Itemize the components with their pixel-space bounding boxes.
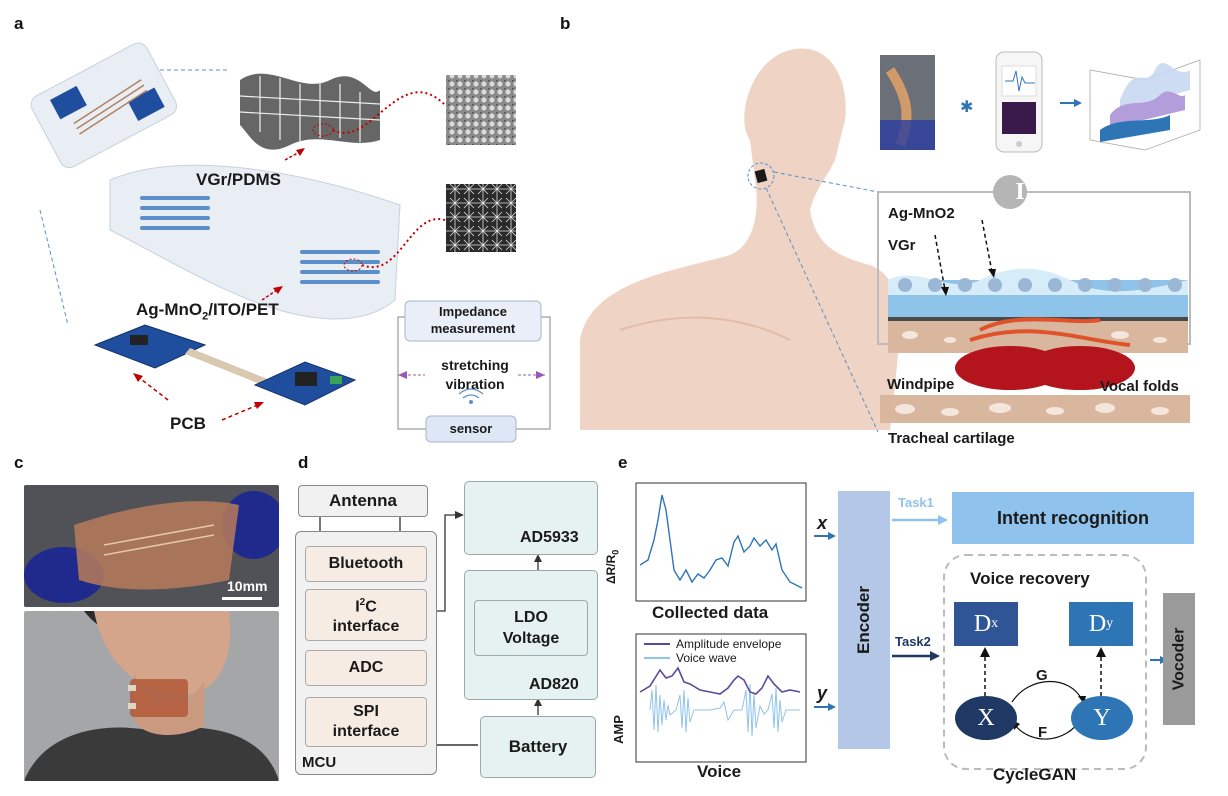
battery-block: Battery: [480, 716, 596, 778]
collected-y-axis-label: ΔR/R0: [604, 549, 621, 584]
mcu-label: MCU: [302, 754, 337, 771]
impedance-box: [404, 300, 542, 342]
generator-f-label: F: [1038, 724, 1048, 741]
y-node: Y: [1071, 696, 1133, 740]
collected-data-label: Collected data: [652, 603, 769, 622]
voice-wave-signal: [649, 683, 800, 737]
inset-roman-label: I: [1015, 179, 1025, 205]
antenna-block: Antenna: [298, 485, 428, 517]
device-on-neck-photo: [24, 611, 279, 781]
electrode-sheet: [109, 164, 401, 320]
collected-data-signal: [639, 494, 803, 589]
pcb-label: PCB: [170, 414, 206, 433]
scale-bar-label: 10mm: [227, 578, 268, 594]
legend-amplitude-envelope: Amplitude envelope: [676, 637, 782, 651]
flexible-device-image: [30, 42, 177, 169]
vgr-layer-label: VGr: [888, 237, 916, 254]
vgr-pdms-label: VGr/PDMS: [196, 170, 282, 189]
tracheal-cartilage-label: Tracheal cartilage: [888, 430, 1015, 447]
panel-d-letter: d: [298, 453, 309, 472]
x-node: X: [955, 696, 1017, 740]
sensor-box: [425, 415, 517, 443]
pcb-boards: [93, 324, 357, 406]
vocoder-block: Vocoder: [1163, 593, 1195, 725]
voice-label: Voice: [697, 762, 742, 781]
vgr-pdms-grid: [239, 73, 381, 150]
vocal-folds-label: Vocal folds: [1100, 378, 1179, 395]
ag-mno2-layer-label: Ag-MnO2: [888, 205, 955, 222]
svg-text:✱: ✱: [960, 99, 973, 116]
panel-a-letter: a: [14, 14, 24, 33]
y-input-label: y: [817, 683, 828, 703]
ad820-label: AD820: [529, 676, 579, 693]
voice-y-axis-label: AMP: [611, 715, 626, 744]
windpipe-label: Windpipe: [887, 376, 955, 393]
legend-voice-wave: Voice wave: [676, 651, 737, 665]
ad5933-label: AD5933: [520, 529, 579, 546]
voice-recovery-label: Voice recovery: [970, 569, 1090, 588]
adc-block: ADC: [305, 650, 427, 686]
panel-e-letter: e: [618, 453, 628, 472]
task2-label: Task2: [895, 634, 931, 649]
ag-mno2-ito-pet-label: Ag-MnO2/ITO/PET: [136, 300, 279, 323]
device-in-hand-photo: [24, 485, 279, 607]
3d-spectrum-plot: [1089, 59, 1201, 151]
panel-c-letter: c: [14, 453, 24, 472]
generator-g-label: G: [1036, 667, 1048, 684]
panel-e-diagram: [635, 482, 1168, 770]
task1-label: Task1: [898, 495, 934, 510]
ad5933-block: [464, 481, 598, 555]
x-input-label: x: [817, 513, 828, 533]
panel-b-illustration: ✱: [580, 48, 1201, 433]
human-body-figure: [580, 48, 899, 430]
amplitude-envelope: [639, 666, 801, 695]
bluetooth-block: Bluetooth: [305, 546, 427, 582]
intent-recognition-block: Intent recognition: [952, 492, 1194, 544]
cyclegan-label: CycleGAN: [993, 765, 1077, 784]
sensor-label: sensor: [449, 421, 493, 436]
encoder-block: Encoder: [838, 491, 890, 749]
panel-a-illustration: [30, 42, 551, 443]
panel-b-letter: b: [560, 14, 571, 33]
